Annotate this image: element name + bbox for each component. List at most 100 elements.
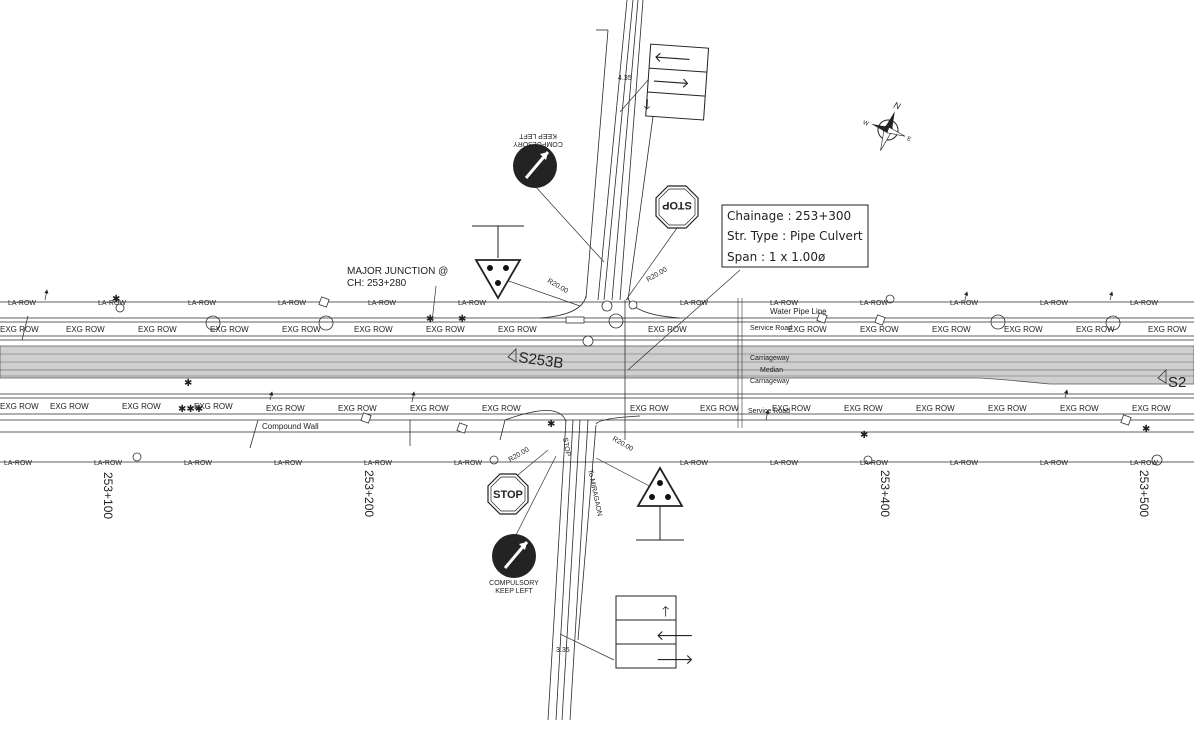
structure-info-box: Chainage : 253+300 Str. Type : Pipe Culv… [721,204,869,268]
svg-text:KEEP LEFT: KEEP LEFT [495,588,533,595]
svg-text:EXG ROW: EXG ROW [0,325,39,334]
service-road-label-bottom: Service Road [748,408,790,415]
svg-text:EXG ROW: EXG ROW [122,402,161,411]
svg-text:✱✱✱: ✱✱✱ [178,404,203,415]
svg-text:EXG ROW: EXG ROW [138,325,177,334]
svg-text:EXG ROW: EXG ROW [0,402,39,411]
median-label: Median [760,367,783,374]
keep-left-sign-bottom: COMPULSORY KEEP LEFT [489,534,539,595]
svg-text:EXG ROW: EXG ROW [648,325,687,334]
svg-text:LA-ROW: LA-ROW [184,460,212,467]
svg-text:EXG ROW: EXG ROW [426,325,465,334]
stop-sign-bottom: STOP [487,473,529,515]
give-way-sign-icon [636,466,684,507]
radius-label-3: R20.00 [508,446,531,463]
dim-top-label: 4.35 [618,75,632,82]
svg-text:LA-ROW: LA-ROW [680,460,708,467]
svg-text:LA-ROW: LA-ROW [278,300,306,307]
radius-label-4: R20.00 [611,436,634,453]
major-junction-label: MAJOR JUNCTION @ [347,266,448,277]
give-way-sign-top [472,225,524,300]
roadside-trees [115,294,1163,466]
chainage-253-200: 253+200 [362,470,376,517]
arrow-right-icon: 🡒 [652,72,691,91]
svg-text:LA-ROW: LA-ROW [1130,460,1158,467]
svg-text:STOP: STOP [493,489,523,501]
compound-wall-label: Compound Wall [262,422,319,431]
svg-text:LA-ROW: LA-ROW [860,460,888,467]
major-junction-chainage: CH: 253+280 [347,278,407,289]
stop-sign-icon [487,473,529,515]
exg-row-top: EXG ROW EXG ROW EXG ROW EXG ROW EXG ROW … [0,325,1187,334]
row-lines [0,301,1194,463]
svg-text:EXG ROW: EXG ROW [66,325,105,334]
carriageway-label-bottom: Carriageway [750,378,790,385]
svg-text:LA-ROW: LA-ROW [368,300,396,307]
svg-text:LA-ROW: LA-ROW [188,300,216,307]
svg-text:EXG ROW: EXG ROW [916,404,955,413]
svg-text:LA-ROW: LA-ROW [770,460,798,467]
carriageway-label-top: Carriageway [750,355,790,362]
svg-text:✱: ✱ [1142,424,1150,435]
arrow-down-icon: 🡓 [643,96,651,112]
svg-text:COMPULSORY: COMPULSORY [489,580,539,587]
svg-text:EXG ROW: EXG ROW [410,404,449,413]
svg-text:EXG ROW: EXG ROW [266,404,305,413]
radius-label-1: R20.00 [546,278,569,295]
svg-text:EXG ROW: EXG ROW [772,404,811,413]
svg-text:EXG ROW: EXG ROW [482,404,521,413]
svg-text:✱: ✱ [860,430,868,441]
service-road-label-top: Service Road [750,325,792,332]
info-chainage: Chainage : 253+300 [727,209,851,223]
svg-text:LA-ROW: LA-ROW [680,300,708,307]
give-way-sign-icon [474,259,522,300]
sign-leaders [431,79,741,661]
svg-text:✱: ✱ [426,314,434,325]
svg-text:EXG ROW: EXG ROW [1076,325,1115,334]
svg-text:✱: ✱ [458,314,466,325]
svg-text:✱: ✱ [547,419,555,430]
svg-text:LA-ROW: LA-ROW [274,460,302,467]
svg-text:LA-ROW: LA-ROW [860,300,888,307]
highway-id: S253B S2 [507,348,1186,391]
svg-text:LA-ROW: LA-ROW [1130,300,1158,307]
edge-marks [21,315,411,449]
la-row-bottom: LA-ROW LA-ROW LA-ROW LA-ROW LA-ROW LA-RO… [4,460,1158,467]
svg-text:EXG ROW: EXG ROW [700,404,739,413]
svg-text:EXG ROW: EXG ROW [630,404,669,413]
direction-board-bottom: 🡑 🡐 🡒 [615,595,694,669]
svg-text:S253B: S253B [517,349,564,372]
svg-text:LA-ROW: LA-ROW [8,300,36,307]
exg-row-bottom: EXG ROW EXG ROW EXG ROW EXG ROW EXG ROW … [0,402,1171,413]
arrow-left-icon: 🡐 [656,627,694,643]
svg-text:EXG ROW: EXG ROW [354,325,393,334]
svg-text:LA-ROW: LA-ROW [94,460,122,467]
dimension-strip [737,298,743,428]
utility-markers [318,296,1132,434]
svg-text:EXG ROW: EXG ROW [1004,325,1043,334]
radius-label-2: R20.00 [646,266,669,283]
keep-left-sign-top: KEEP LEFT COMPULSORY [513,132,563,188]
carriageway-band [0,345,1194,385]
svg-text:LA-ROW: LA-ROW [950,460,978,467]
stop-sign-icon [655,185,699,229]
svg-text:S2: S2 [1168,374,1186,391]
chainage-markers: 253+100 253+200 253+400 253+500 [101,470,1151,519]
svg-text:EXG ROW: EXG ROW [988,404,1027,413]
svg-text:LA-ROW: LA-ROW [1040,300,1068,307]
svg-text:LA-ROW: LA-ROW [364,460,392,467]
svg-text:EXG ROW: EXG ROW [210,325,249,334]
svg-text:LA-ROW: LA-ROW [454,460,482,467]
la-row-top: LA-ROW LA-ROW LA-ROW LA-ROW LA-ROW LA-RO… [8,300,1158,307]
give-way-sign-bottom [636,466,684,541]
svg-text:KEEP LEFT: KEEP LEFT [518,132,556,139]
svg-text:EXG ROW: EXG ROW [498,325,537,334]
north-arrow-icon: N E W [862,100,912,151]
direction-board-top: 🡐 🡒 🡓 [643,43,710,121]
dim-bottom-label: 3.35 [556,647,570,654]
stop-line-label: STOP [561,437,571,457]
svg-text:COMPULSORY: COMPULSORY [513,140,563,147]
svg-text:EXG ROW: EXG ROW [194,402,233,411]
svg-text:EXG ROW: EXG ROW [338,404,377,413]
svg-text:LA-ROW: LA-ROW [1040,460,1068,467]
